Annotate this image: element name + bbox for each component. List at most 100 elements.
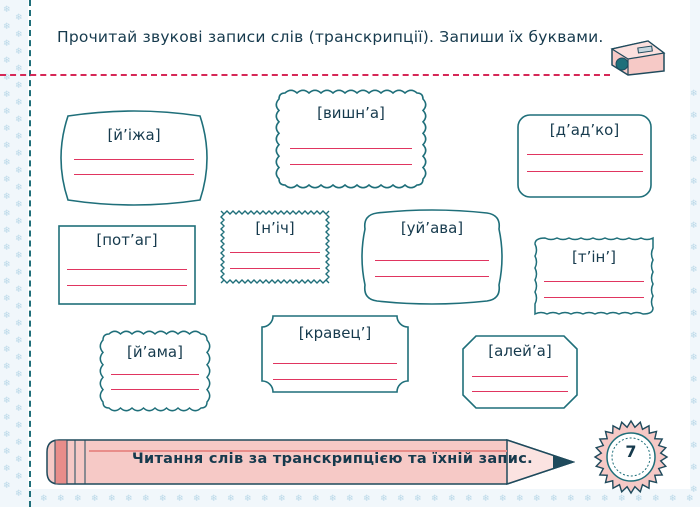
snowflake-icon: ❄ [690,331,698,341]
writing-line[interactable] [544,297,644,298]
writing-line[interactable] [74,174,194,175]
header-divider [0,74,610,76]
task-instruction: Прочитай звукові записи слів (транскрипц… [57,28,604,46]
footer-caption: Читання слів за транскрипцією та їхній з… [132,451,533,467]
snowflake-icon: ❄ [465,494,473,504]
writing-line[interactable] [472,376,568,377]
writing-line[interactable] [472,391,568,392]
word-transcription: [т’ін’] [572,248,616,266]
snowflake-icon: ❄ [669,494,677,504]
writing-line[interactable] [527,154,643,155]
snowflake-icon: ❄ [3,379,11,389]
snowflake-icon: ❄ [3,243,11,253]
word-transcription: [уй’ава] [400,219,464,237]
snowflake-icon: ❄ [15,132,23,142]
snowflake-icon: ❄ [15,183,23,193]
snowflake-icon: ❄ [57,494,65,504]
snowflake-icon: ❄ [142,494,150,504]
snowflake-icon: ❄ [159,494,167,504]
snowflake-icon: ❄ [15,234,23,244]
snowflake-icon: ❄ [3,39,11,49]
snowflake-icon: ❄ [3,447,11,457]
writing-line[interactable] [67,285,187,286]
snowflake-icon: ❄ [15,387,23,397]
word-transcription: [алей’а] [488,342,552,360]
writing-line[interactable] [230,252,320,253]
snowflake-icon: ❄ [15,13,23,23]
writing-line[interactable] [74,159,194,160]
snowflake-icon: ❄ [499,494,507,504]
snowflake-icon: ❄ [15,115,23,125]
snowflake-icon: ❄ [690,353,698,363]
snowflake-icon: ❄ [15,370,23,380]
writing-line[interactable] [230,268,320,269]
card-frame [361,209,503,305]
snowflake-icon: ❄ [91,494,99,504]
sharpener-icon [610,40,666,76]
snowflake-icon: ❄ [690,177,698,187]
word-card: [й’ама] [99,330,211,412]
snowflake-icon: ❄ [618,494,626,504]
page-number: 7 [625,442,637,461]
snowflake-icon: ❄ [3,73,11,83]
snowflake-icon: ❄ [15,217,23,227]
writing-line[interactable] [544,281,644,282]
snowflake-icon: ❄ [15,472,23,482]
snowflake-icon: ❄ [635,494,643,504]
snowflake-icon: ❄ [448,494,456,504]
snowflake-icon: ❄ [690,111,698,121]
page-edge-right [690,0,700,507]
snowflake-icon: ❄ [414,494,422,504]
snowflake-icon: ❄ [690,375,698,385]
page-edge-bottom [0,489,700,507]
snowflake-icon: ❄ [3,362,11,372]
snowflake-icon: ❄ [652,494,660,504]
snowflake-icon: ❄ [15,98,23,108]
snowflake-icon: ❄ [3,311,11,321]
word-card: [пот’аг] [58,225,196,305]
snowflake-icon: ❄ [15,81,23,91]
snowflake-icon: ❄ [193,494,201,504]
word-card: [алей’а] [462,335,578,409]
snowflake-icon: ❄ [312,494,320,504]
writing-line[interactable] [111,389,199,390]
writing-line[interactable] [290,164,412,165]
snowflake-icon: ❄ [3,175,11,185]
snowflake-icon: ❄ [567,494,575,504]
snowflake-icon: ❄ [15,353,23,363]
snowflake-icon: ❄ [3,277,11,287]
snowflake-icon: ❄ [176,494,184,504]
snowflake-icon: ❄ [15,421,23,431]
snowflake-icon: ❄ [3,209,11,219]
snowflake-icon: ❄ [690,463,698,473]
card-frame [58,225,196,305]
snowflake-icon: ❄ [601,494,609,504]
card-frame [534,236,654,316]
word-card: [кравец’] [261,315,409,393]
snowflake-icon: ❄ [3,260,11,270]
snowflake-icon: ❄ [108,494,116,504]
writing-line[interactable] [273,363,397,364]
word-card: [вишн’а] [275,89,427,189]
snowflake-icon: ❄ [690,265,698,275]
page-number-badge [593,419,669,495]
writing-line[interactable] [67,269,187,270]
snowflake-icon: ❄ [3,345,11,355]
word-transcription: [н’іч] [255,219,295,237]
word-card: [уй’ава] [361,209,503,305]
writing-line[interactable] [290,148,412,149]
snowflake-icon: ❄ [3,158,11,168]
snowflake-icon: ❄ [380,494,388,504]
snowflake-icon: ❄ [15,285,23,295]
snowflake-icon: ❄ [690,199,698,209]
snowflake-icon: ❄ [363,494,371,504]
writing-line[interactable] [273,379,397,380]
writing-line[interactable] [111,374,199,375]
snowflake-icon: ❄ [3,396,11,406]
snowflake-icon: ❄ [690,243,698,253]
snowflake-icon: ❄ [3,107,11,117]
writing-line[interactable] [375,260,489,261]
writing-line[interactable] [527,171,643,172]
word-transcription: [й’іжа] [107,126,161,144]
writing-line[interactable] [375,276,489,277]
